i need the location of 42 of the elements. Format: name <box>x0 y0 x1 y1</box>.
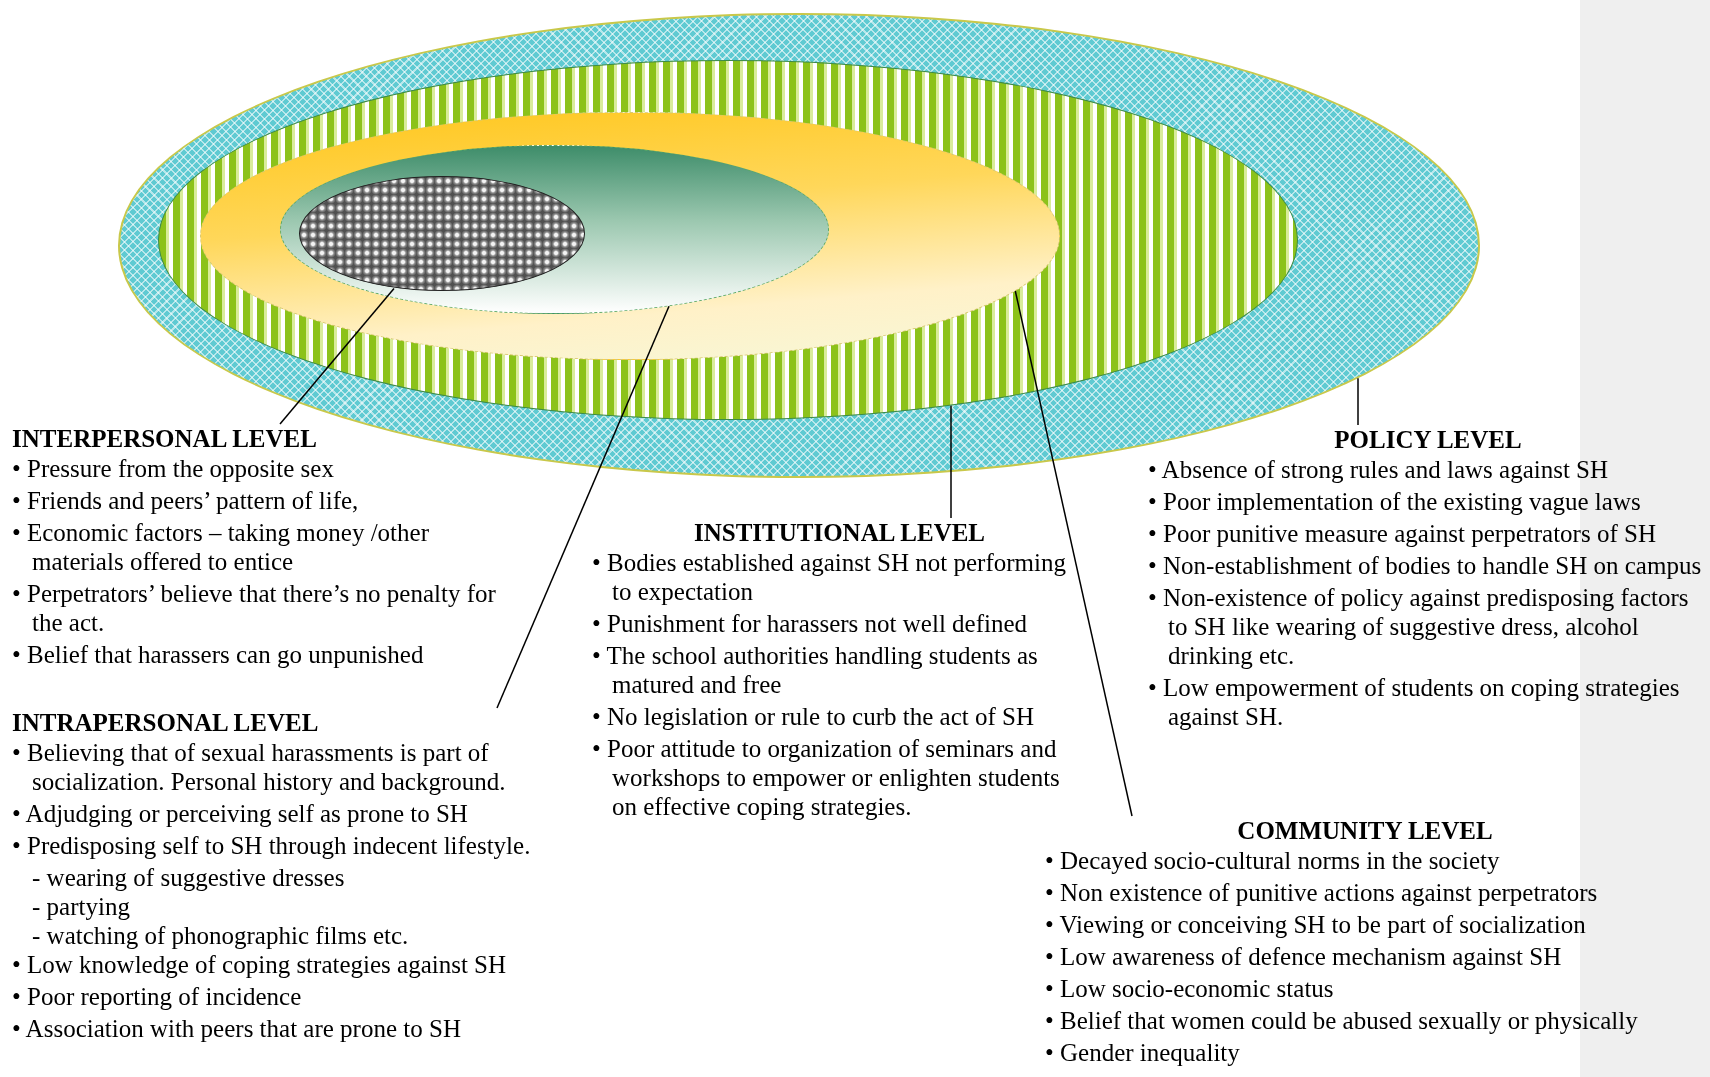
bullet-item: • Belief that women could be abused sexually or physically <box>1045 1006 1639 1035</box>
sub-item: - wearing of suggestive dresses <box>31 863 346 892</box>
level-heading: INTERPERSONAL LEVEL <box>12 424 318 454</box>
bullet-item: • Economic factors – taking money /other materials offered to entice <box>12 518 430 576</box>
bullet-item: • Predisposing self to SH through indecent lifestyle. <box>12 831 532 860</box>
bullet-item: • Non existence of punitive actions against perpetrators <box>1045 878 1599 907</box>
bullet-item: • Non-establishment of bodies to handle SH on campus <box>1148 551 1703 580</box>
bullet-item: • Poor implementation of the existing vague laws <box>1148 487 1642 516</box>
bullet-item: • Low empowerment of students on coping strategies against SH. <box>1148 673 1681 731</box>
bullet-item: • Low awareness of defence mechanism against SH <box>1045 942 1563 971</box>
bullet-item: • Bodies established against SH not performing to expectation <box>592 548 1067 606</box>
bullet-item: • The school authorities handling students as matured and free <box>592 641 1039 699</box>
leader-line <box>1357 377 1359 426</box>
bullet-item: • Low socio-economic status <box>1045 974 1335 1003</box>
bullet-item: • Association with peers that are prone to SH <box>12 1014 462 1043</box>
bullet-item: • Decayed socio-cultural norms in the society <box>1045 846 1501 875</box>
bullet-item: • Poor attitude to organization of seminars and workshops to empower or enlighten students on effective coping strategies. <box>592 734 1061 821</box>
leader-line <box>1014 290 1133 817</box>
level-heading: INSTITUTIONAL LEVEL <box>692 518 987 548</box>
bullet-item: • Adjudging or perceiving self as prone to SH <box>12 799 469 828</box>
bullet-item: • Non-existence of policy against predisposing factors to SH like wearing of suggestive dress, alcohol drinking etc. <box>1148 583 1690 670</box>
level-heading: INTRAPERSONAL LEVEL <box>12 708 320 738</box>
bullet-item: • Pressure from the opposite sex <box>12 454 335 483</box>
bullet-item: • Punishment for harassers not well defined <box>592 609 1029 638</box>
level-heading: COMMUNITY LEVEL <box>1236 816 1494 846</box>
bullet-item: • Gender inequality <box>1045 1038 1241 1067</box>
level-heading: POLICY LEVEL <box>1333 425 1523 455</box>
sub-item: - watching of phonographic films etc. <box>31 921 410 950</box>
bullet-item: • Perpetrators’ believe that there’s no penalty for the act. <box>12 579 497 637</box>
leader-line <box>279 287 395 425</box>
bullet-item: • Belief that harassers can go unpunished <box>12 640 425 669</box>
leader-line <box>496 305 670 709</box>
bullet-item: • Poor punitive measure against perpetrators of SH <box>1148 519 1657 548</box>
bullet-item: • Believing that of sexual harassments is part of socialization. Personal history and background. <box>12 738 507 796</box>
bullet-item: • Friends and peers’ pattern of life, <box>12 486 360 515</box>
bullet-item: • Viewing or conceiving SH to be part of socialization <box>1045 910 1587 939</box>
bullet-item: • Low knowledge of coping strategies against SH <box>12 950 508 979</box>
bullet-item: • Absence of strong rules and laws against SH <box>1148 455 1610 484</box>
sub-item: - partying <box>31 892 131 921</box>
bullet-item: • Poor reporting of incidence <box>12 982 303 1011</box>
ellipse <box>158 60 1298 420</box>
bullet-item: • No legislation or rule to curb the act of SH <box>592 702 1035 731</box>
